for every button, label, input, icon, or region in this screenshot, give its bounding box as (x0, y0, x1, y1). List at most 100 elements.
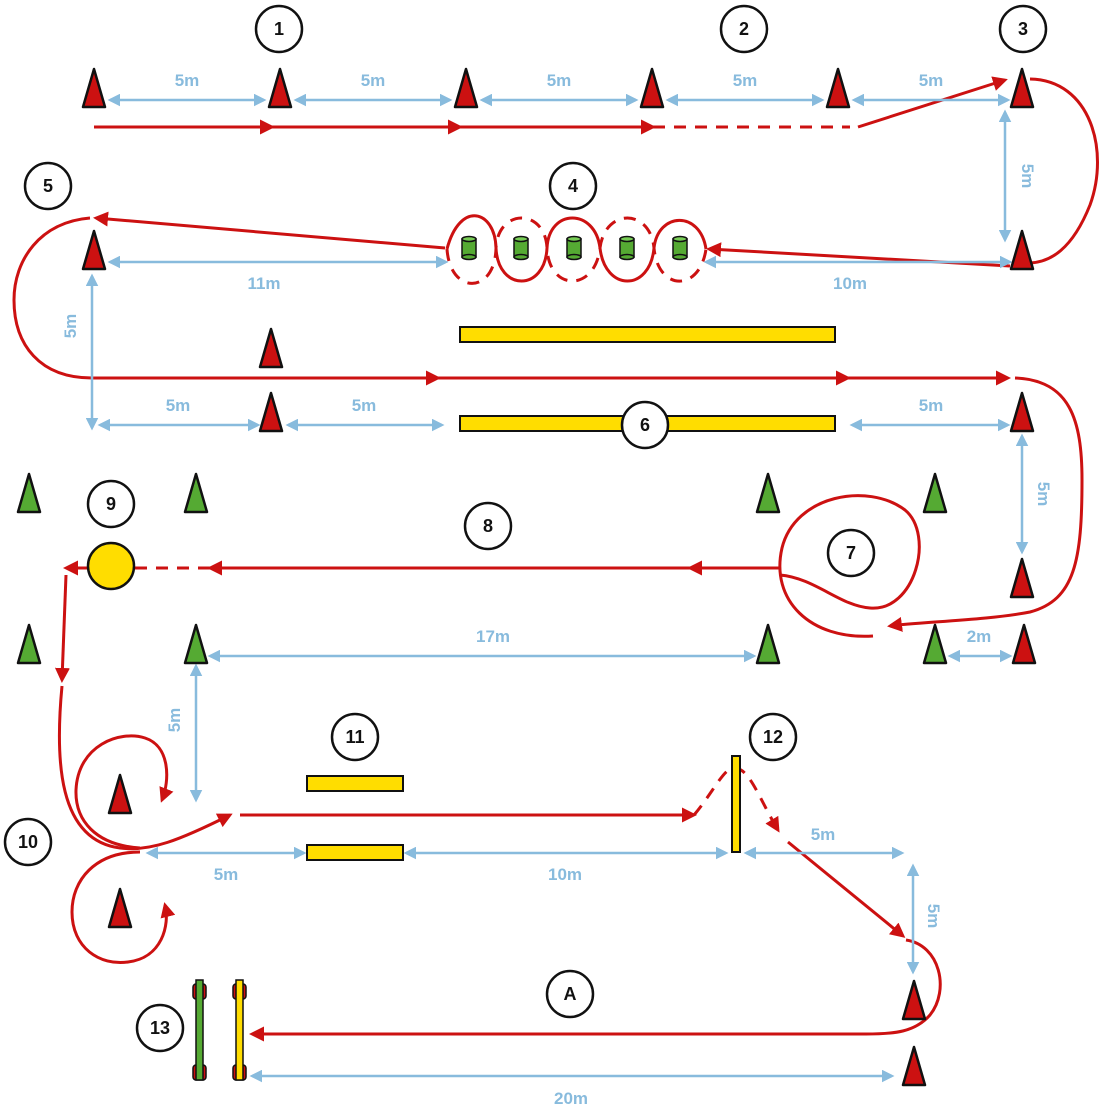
distance-label: 5m (919, 396, 944, 415)
distance-label: 5m (1034, 482, 1053, 507)
distance-label: 5m (61, 314, 80, 339)
distance-label: 10m (548, 865, 582, 884)
measure-lines (85, 93, 1029, 1083)
svg-text:9: 9 (106, 494, 116, 514)
plank-11-top (306, 775, 404, 792)
green-cone-icon (16, 472, 42, 514)
station-badge-9: 9 (86, 479, 136, 529)
green-cone-icon (16, 623, 42, 665)
distance-label: 10m (833, 274, 867, 293)
route-loop-right (887, 376, 1084, 632)
distance-label: 5m (214, 865, 239, 884)
distance-label: 5m (166, 396, 191, 415)
distance-label: 17m (476, 627, 510, 646)
route-slalom-weave (445, 214, 708, 283)
pole-yellow (232, 979, 247, 1081)
red-cone-icon (453, 67, 479, 109)
distance-labels: 5m 5m 5m 5m 5m 5m 11m 10m 5m 5m 5m 5m 5m… (61, 71, 1053, 1108)
distance-label: 5m (547, 71, 572, 90)
station-badge-11: 11 (330, 712, 380, 762)
red-cone-icon (258, 391, 284, 433)
route-seg-15 (787, 840, 906, 938)
distance-label: 2m (967, 627, 992, 646)
red-cone-icon (81, 229, 107, 271)
green-cone-icon (183, 472, 209, 514)
red-cone-icon (901, 1045, 927, 1087)
distance-label: 5m (175, 71, 200, 90)
barrel-icon (672, 235, 688, 261)
station-badge-7: 7 (826, 528, 876, 578)
green-cone-icon (922, 472, 948, 514)
red-cone-icon (81, 67, 107, 109)
barrel-icon (566, 235, 582, 261)
svg-text:2: 2 (739, 19, 749, 39)
route-circle-7 (778, 494, 921, 638)
red-cone-icon (107, 773, 133, 815)
route-seg-5 (706, 242, 1011, 268)
station-badge-4: 4 (548, 161, 598, 211)
station-badge-12: 12 (748, 712, 798, 762)
route-loop-5 (12, 216, 93, 380)
barrel-icon (461, 235, 477, 261)
svg-text:10: 10 (18, 832, 38, 852)
red-cone-icon (825, 67, 851, 109)
route-loop-10-lower (70, 850, 176, 965)
red-cone-icon (1009, 67, 1035, 109)
plank-top (459, 326, 836, 343)
distance-label: 5m (919, 71, 944, 90)
svg-text:6: 6 (640, 415, 650, 435)
svg-text:5: 5 (43, 176, 53, 196)
route-seg-13 (54, 574, 70, 683)
distance-label: 11m (247, 274, 280, 293)
route-lines (12, 76, 1099, 1042)
pole-green (192, 979, 207, 1081)
equipment (16, 67, 1037, 1087)
distance-label: 5m (361, 71, 386, 90)
plank-11-bottom (306, 844, 404, 861)
station-badge-13: 13 (135, 1003, 185, 1053)
svg-text:3: 3 (1018, 19, 1028, 39)
red-cone-icon (267, 67, 293, 109)
station-badge-A: A (545, 969, 595, 1019)
svg-text:A: A (564, 984, 577, 1004)
distance-label: 5m (924, 904, 943, 929)
station-badge-1: 1 (254, 4, 304, 54)
barrel-icon (619, 235, 635, 261)
red-cone-icon (901, 979, 927, 1021)
svg-text:12: 12 (763, 727, 783, 747)
station-badge-6: 6 (620, 400, 670, 450)
route-seg-6 (93, 211, 446, 250)
station-badge-8: 8 (463, 501, 513, 551)
barrel-icon (513, 235, 529, 261)
red-cone-icon (1009, 557, 1035, 599)
distance-label: 20m (554, 1089, 588, 1108)
distance-label: 5m (165, 708, 184, 733)
green-cone-icon (755, 472, 781, 514)
svg-text:8: 8 (483, 516, 493, 536)
distance-label: 5m (811, 825, 836, 844)
route-loop-3 (1029, 77, 1099, 265)
distance-label: 5m (352, 396, 377, 415)
route-loop-10-upper (74, 734, 174, 850)
station-badge-3: 3 (998, 4, 1048, 54)
distance-label: 5m (733, 71, 758, 90)
hurdle-12 (731, 755, 741, 853)
red-cone-icon (1011, 623, 1037, 665)
svg-text:1: 1 (274, 19, 284, 39)
station-badges: 1 2 3 4 5 6 7 8 9 10 11 12 13 A (3, 4, 1048, 1053)
route-loop-A (865, 938, 942, 1036)
red-cone-icon (258, 327, 284, 369)
station-badge-10: 10 (3, 817, 53, 867)
green-cone-icon (183, 623, 209, 665)
green-cone-icon (922, 623, 948, 665)
red-cone-icon (1009, 229, 1035, 271)
svg-text:4: 4 (568, 176, 578, 196)
svg-text:7: 7 (846, 543, 856, 563)
distance-label: 5m (1018, 164, 1037, 189)
red-cone-icon (639, 67, 665, 109)
ball-icon (86, 541, 136, 591)
station-badge-2: 2 (719, 4, 769, 54)
route-fig8-main (57, 685, 233, 851)
